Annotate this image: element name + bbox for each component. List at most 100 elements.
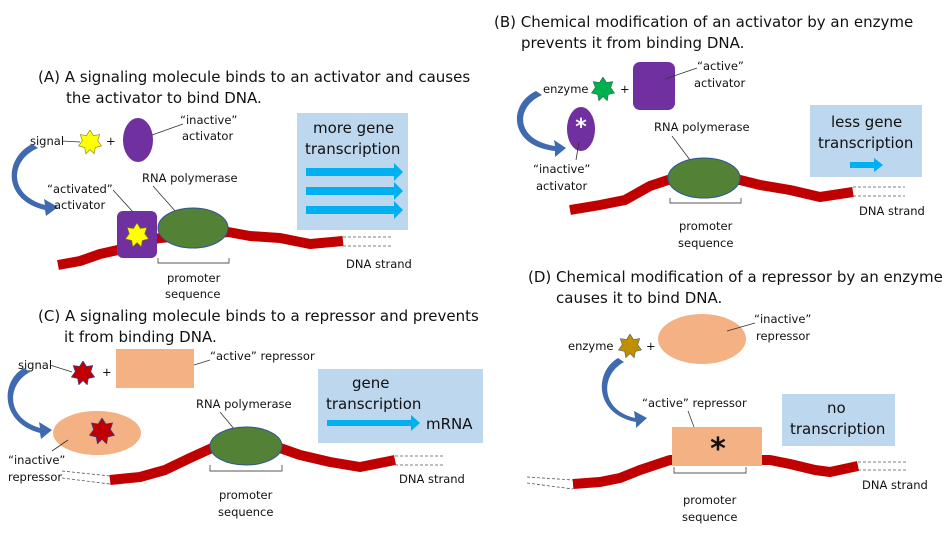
panel-d-output-1: no	[827, 399, 846, 417]
promoter-bracket	[673, 467, 747, 474]
panel-b-output-2: transcription	[818, 134, 913, 152]
panel-d-promoter-1: promoter	[683, 493, 737, 507]
panel-c-output-2: transcription	[326, 395, 421, 413]
panel-a-activated-label-1: “activated”	[47, 182, 113, 196]
panel-a-inactive-label-2: activator	[182, 129, 233, 143]
panel-b-inactive-label-1: “inactive”	[533, 162, 590, 176]
panel-a-output-1: more gene	[313, 119, 394, 137]
panel-d-title-line2: causes it to bind DNA.	[556, 289, 722, 307]
panel-b-output-1: less gene	[831, 113, 902, 131]
panel-c-active-leader	[193, 359, 211, 366]
panel-a: (A) A signaling molecule binds to an act…	[11, 68, 470, 301]
panel-c-inactive-label-1: “inactive”	[8, 453, 65, 467]
dna-dashed-line	[61, 477, 111, 485]
process-arrow-icon	[601, 358, 647, 428]
panel-b: (B) Chemical modification of an activato…	[494, 13, 925, 250]
panel-c-inactive-leader	[51, 439, 69, 452]
panel-d-output-2: transcription	[790, 420, 885, 438]
panel-b-inactive-leader	[575, 141, 580, 161]
panel-c-promoter-2: sequence	[218, 505, 273, 519]
process-arrow-icon	[516, 91, 566, 157]
promoter-bracket	[157, 258, 230, 264]
rna-polymerase	[157, 207, 229, 249]
dna-strand	[57, 227, 344, 270]
panel-d-inactive-label-1: “inactive”	[754, 312, 811, 326]
inactive-activator-oval	[123, 118, 153, 162]
inactive-activator-oval	[567, 107, 595, 151]
panel-d-active-label: “active” repressor	[642, 396, 747, 410]
panel-d: (D) Chemical modification of a repressor…	[526, 268, 943, 524]
modification-mark: *	[710, 432, 726, 467]
panel-a-activated-label-2: activator	[54, 198, 105, 212]
panel-b-active-leader	[664, 67, 698, 80]
rna-polymerase	[667, 157, 741, 199]
panel-a-inactive-label-1: “inactive”	[180, 113, 237, 127]
signal-star-icon	[71, 361, 95, 385]
inactive-repressor-oval	[658, 314, 746, 364]
output-box	[782, 394, 895, 446]
panel-d-plus: +	[646, 339, 656, 353]
panel-b-plus: +	[620, 82, 630, 96]
process-arrow-icon	[7, 368, 52, 439]
active-repressor	[116, 349, 194, 388]
enzyme-star-icon	[618, 334, 642, 358]
modification-mark: *	[575, 115, 587, 140]
output-box	[318, 369, 483, 443]
transcription-arrow-icon	[306, 201, 403, 219]
panel-b-promoter-1: promoter	[679, 219, 733, 233]
panel-a-dna-label: DNA strand	[346, 257, 412, 271]
panel-d-promoter-2: sequence	[682, 510, 737, 524]
panel-c-promoter-1: promoter	[219, 488, 273, 502]
panel-a-rnap-label: RNA polymerase	[142, 171, 238, 185]
panel-b-title-line1: (B) Chemical modification of an activato…	[494, 13, 913, 31]
promoter-bracket	[209, 465, 283, 472]
panel-c-output-product: mRNA	[426, 415, 473, 433]
panel-d-dna-label: DNA strand	[862, 478, 928, 492]
panel-c-plus: +	[102, 365, 112, 379]
transcription-arrow-icon	[306, 163, 403, 181]
panel-b-dna-label: DNA strand	[859, 204, 925, 218]
panel-b-active-label-1: “active”	[697, 59, 744, 73]
panel-c-title-line2: it from binding DNA.	[64, 328, 217, 346]
panel-d-enzyme-label: enzyme	[568, 339, 613, 353]
panel-a-title-line2: the activator to bind DNA.	[66, 89, 262, 107]
panel-c-rnap-label: RNA polymerase	[196, 397, 292, 411]
panel-a-signal-leader	[61, 140, 81, 143]
panel-c: (C) A signaling molecule binds to a repr…	[7, 307, 483, 519]
panel-c-inactive-label-2: repressor	[8, 470, 62, 484]
panel-a-output-2: transcription	[305, 140, 400, 158]
active-repressor	[672, 427, 762, 466]
panel-a-plus: +	[106, 134, 116, 148]
panel-c-dna-label: DNA strand	[399, 472, 465, 486]
panel-a-title-line1: (A) A signaling molecule binds to an act…	[38, 68, 470, 86]
panel-b-inactive-label-2: activator	[536, 179, 587, 193]
transcription-arrow-icon	[306, 182, 403, 200]
panel-c-title-line1: (C) A signaling molecule binds to a repr…	[38, 307, 479, 325]
panel-a-promoter-2: sequence	[165, 287, 220, 301]
dna-dashed-line	[526, 482, 574, 490]
panel-b-promoter-2: sequence	[678, 236, 733, 250]
panel-d-inactive-leader	[726, 322, 756, 332]
panel-b-enzyme-label: enzyme	[543, 82, 588, 96]
panel-d-inactive-label-2: repressor	[756, 329, 810, 343]
panel-b-title-line2: prevents it from binding DNA.	[521, 34, 744, 52]
panel-c-output-1: gene	[352, 374, 390, 392]
panel-b-active-label-2: activator	[694, 76, 745, 90]
panel-c-signal-label: signal	[18, 358, 52, 372]
dna-dashed-line	[61, 470, 111, 477]
process-arrow-icon	[11, 144, 58, 216]
panel-a-signal-label: signal	[30, 134, 64, 148]
rna-polymerase	[209, 426, 283, 466]
promoter-bracket	[669, 198, 742, 204]
panel-b-rnap-label: RNA polymerase	[654, 120, 750, 134]
panel-c-active-label: “active” repressor	[210, 349, 315, 363]
dna-dashed-line	[526, 476, 574, 481]
transcription-arrow-icon	[327, 415, 420, 431]
panel-c-rnap-leader	[219, 411, 236, 431]
panel-d-title-line1: (D) Chemical modification of a repressor…	[528, 268, 943, 286]
panel-b-rnap-leader	[671, 135, 691, 161]
panel-a-activated-leader	[112, 189, 134, 213]
signal-star-icon	[78, 130, 102, 154]
enzyme-star-icon	[591, 77, 615, 101]
